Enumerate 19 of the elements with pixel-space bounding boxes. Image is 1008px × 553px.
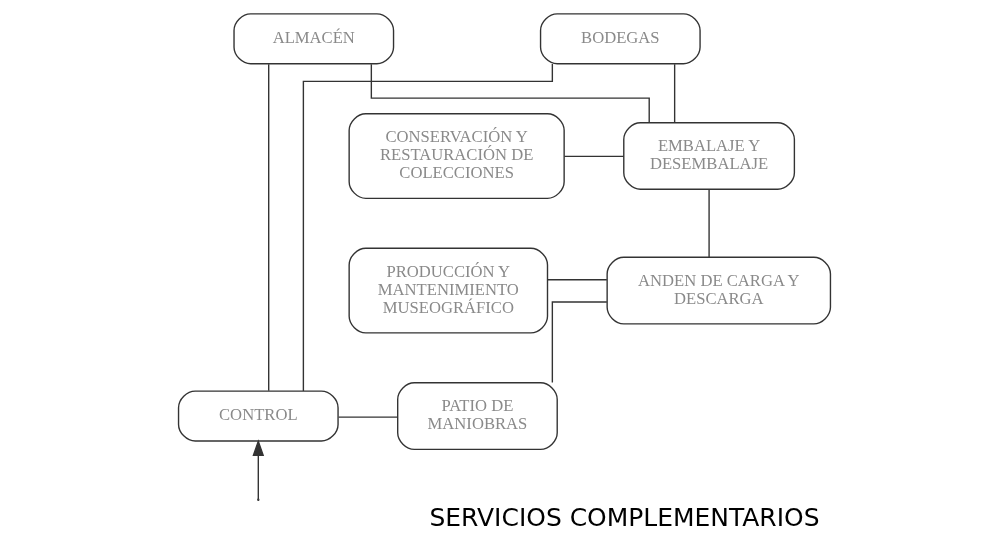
connector — [337, 416, 398, 418]
node-box: BODEGAS — [539, 13, 701, 65]
node-box: ANDEN DE CARGA Y DESCARGA — [605, 256, 831, 325]
diagram-title: SERVICIOS COMPLEMENTARIOS — [428, 502, 819, 532]
node-box: PATIO DE MANIOBRAS — [396, 382, 558, 451]
connector — [673, 63, 675, 124]
connector — [551, 301, 608, 384]
node-box: CONTROL — [177, 390, 339, 442]
connector — [563, 155, 624, 158]
node-box: CONSERVACIÓN Y RESTAURACIÓN DE COLECCIONES — [347, 113, 565, 200]
node-box: PRODUCCIÓN Y MANTENIMIENTO MUSEOGRÁFICO — [347, 247, 548, 334]
node-box: EMBALAJE Y DESEMBALAJE — [622, 122, 795, 190]
connector — [370, 63, 650, 123]
connector — [546, 279, 608, 281]
connector — [302, 63, 553, 392]
connector — [707, 189, 710, 258]
connector — [267, 63, 269, 392]
arrow — [251, 439, 264, 500]
node-box: ALMACÉN — [232, 13, 394, 65]
